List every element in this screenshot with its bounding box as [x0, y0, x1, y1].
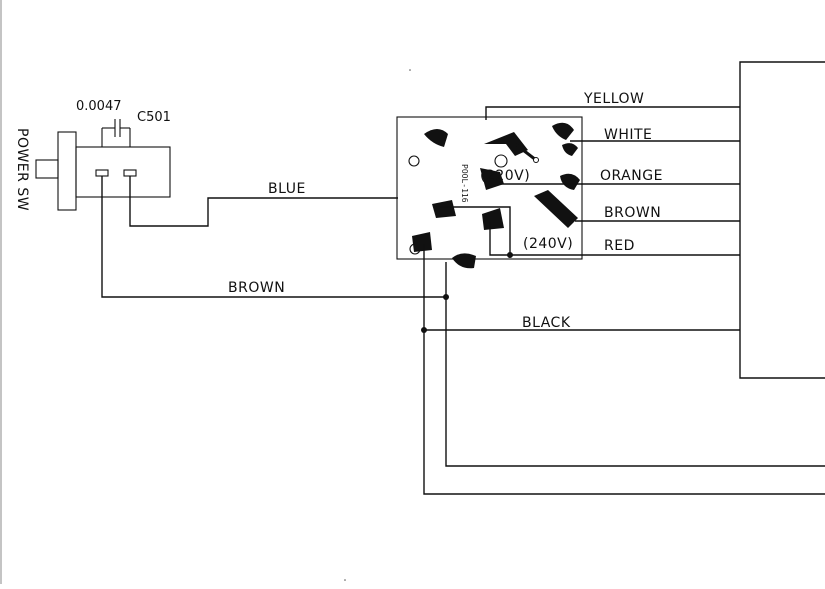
wire-brown-down — [445, 262, 825, 467]
speck — [409, 69, 411, 71]
pad-4 — [480, 168, 504, 190]
power-switch — [35, 131, 171, 211]
label-blue: BLUE — [268, 181, 306, 197]
speck — [344, 579, 346, 581]
capacitor-value: 0.0047 — [76, 99, 122, 114]
label-red: RED — [604, 238, 635, 254]
pad-2 — [552, 122, 574, 140]
wire-red — [489, 222, 740, 256]
transformer-box — [739, 61, 825, 379]
wire-blue — [129, 176, 398, 227]
pad-3 — [484, 132, 528, 156]
wire-red-link — [440, 206, 511, 255]
wire-yellow — [485, 106, 740, 120]
wire-black-down — [423, 244, 825, 495]
pad-9 — [482, 208, 504, 230]
pcb-marking: POOL-116 — [460, 164, 469, 203]
pad-5 — [560, 173, 580, 190]
power-sw-label: POWER SW — [14, 128, 30, 211]
pad-6 — [562, 143, 578, 156]
pad-11 — [452, 253, 476, 269]
label-brown-right: BROWN — [604, 205, 661, 221]
capacitor-ref: C501 — [137, 110, 171, 125]
pad-8 — [432, 200, 456, 218]
pad-1 — [424, 129, 448, 147]
junction-red — [507, 252, 513, 258]
junction-brown — [443, 294, 449, 300]
pad-7 — [534, 190, 578, 228]
junction-black — [421, 327, 427, 333]
label-white: WHITE — [604, 127, 652, 143]
label-orange: ORANGE — [600, 168, 663, 184]
pad-10 — [412, 232, 432, 252]
wire-brown-left — [101, 176, 446, 298]
label-brown-left: BROWN — [228, 280, 285, 296]
label-yellow: YELLOW — [583, 91, 644, 107]
capacitor-c501 — [101, 119, 131, 147]
label-black: BLACK — [522, 315, 571, 331]
label-240v: (240V) — [523, 236, 573, 252]
label-220v: (220V) — [480, 168, 530, 184]
voltage-selector-board: POOL-116 — [396, 116, 583, 269]
